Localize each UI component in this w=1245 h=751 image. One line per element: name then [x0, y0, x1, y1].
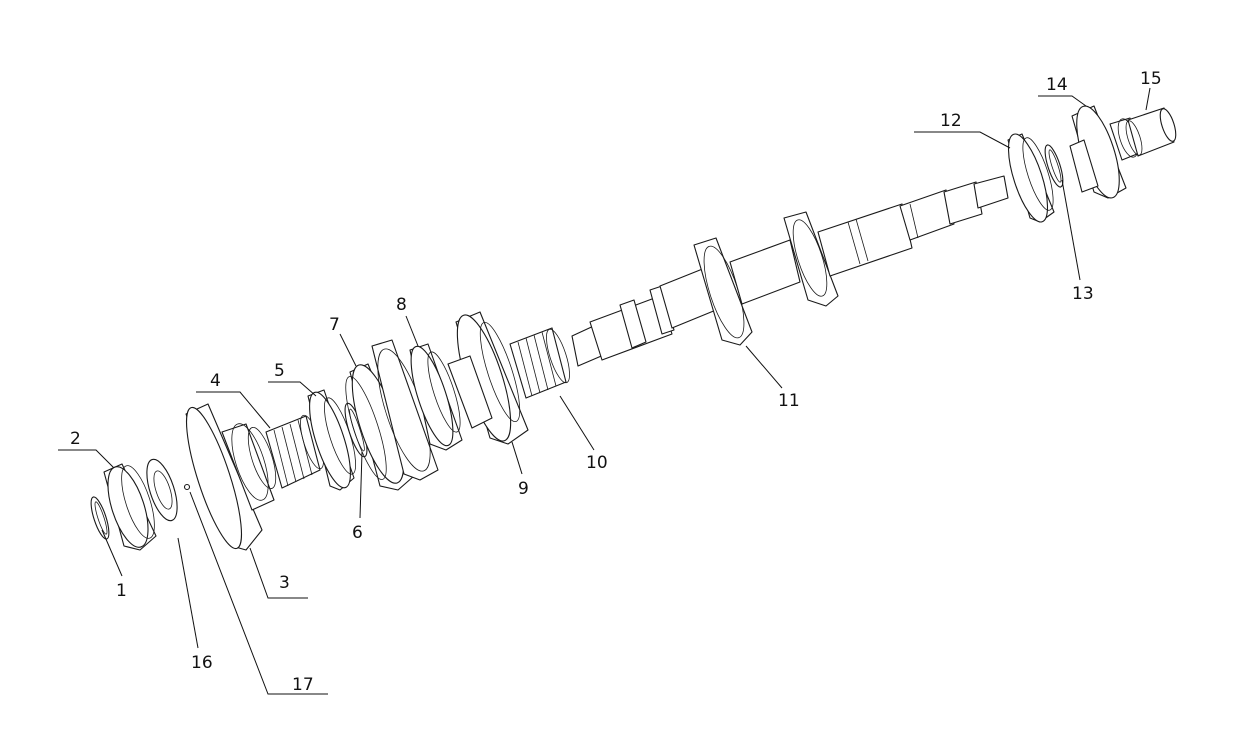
part-17-ball: [183, 483, 191, 491]
part-7-gear: [345, 339, 439, 491]
part-13-snap-ring: [1044, 144, 1064, 188]
label-part-7: 7: [329, 315, 340, 335]
label-part-17: 17: [292, 675, 314, 695]
part-4-needle-bearing: [265, 414, 324, 489]
label-part-4: 4: [210, 371, 221, 391]
part-1-snap-ring: [90, 496, 110, 540]
part-14-flanged-housing: [1069, 105, 1143, 199]
label-part-11: 11: [778, 391, 800, 411]
label-part-6: 6: [352, 523, 363, 543]
part-3-housing: [185, 403, 277, 551]
label-part-1: 1: [116, 581, 127, 601]
part-15-end-cap: [1125, 107, 1177, 157]
part-16-washer: [146, 458, 178, 522]
leader-lines: [58, 87, 1151, 695]
part-12-bearing-ring: [1007, 133, 1055, 223]
label-part-12: 12: [940, 111, 962, 131]
label-part-9: 9: [518, 479, 529, 499]
part-5-cup: [307, 389, 356, 491]
label-part-5: 5: [274, 361, 285, 381]
label-part-10: 10: [586, 453, 608, 473]
label-part-13: 13: [1072, 284, 1094, 304]
label-part-15: 15: [1140, 69, 1162, 89]
main-shaft: [571, 175, 1009, 367]
part-8-sleeve: [409, 343, 463, 451]
part-10-needle-bearing: [509, 327, 570, 399]
label-part-2: 2: [70, 429, 81, 449]
label-part-14: 14: [1046, 75, 1068, 95]
label-part-16: 16: [191, 653, 213, 673]
label-part-3: 3: [279, 573, 290, 593]
part-9-gear-housing: [447, 311, 529, 445]
label-part-8: 8: [396, 295, 407, 315]
part-2-collar: [103, 463, 157, 551]
part-number-labels: 1 2 3 4 5 6 7 8 9 10 11 12 13 14 15 16 1…: [70, 69, 1162, 695]
